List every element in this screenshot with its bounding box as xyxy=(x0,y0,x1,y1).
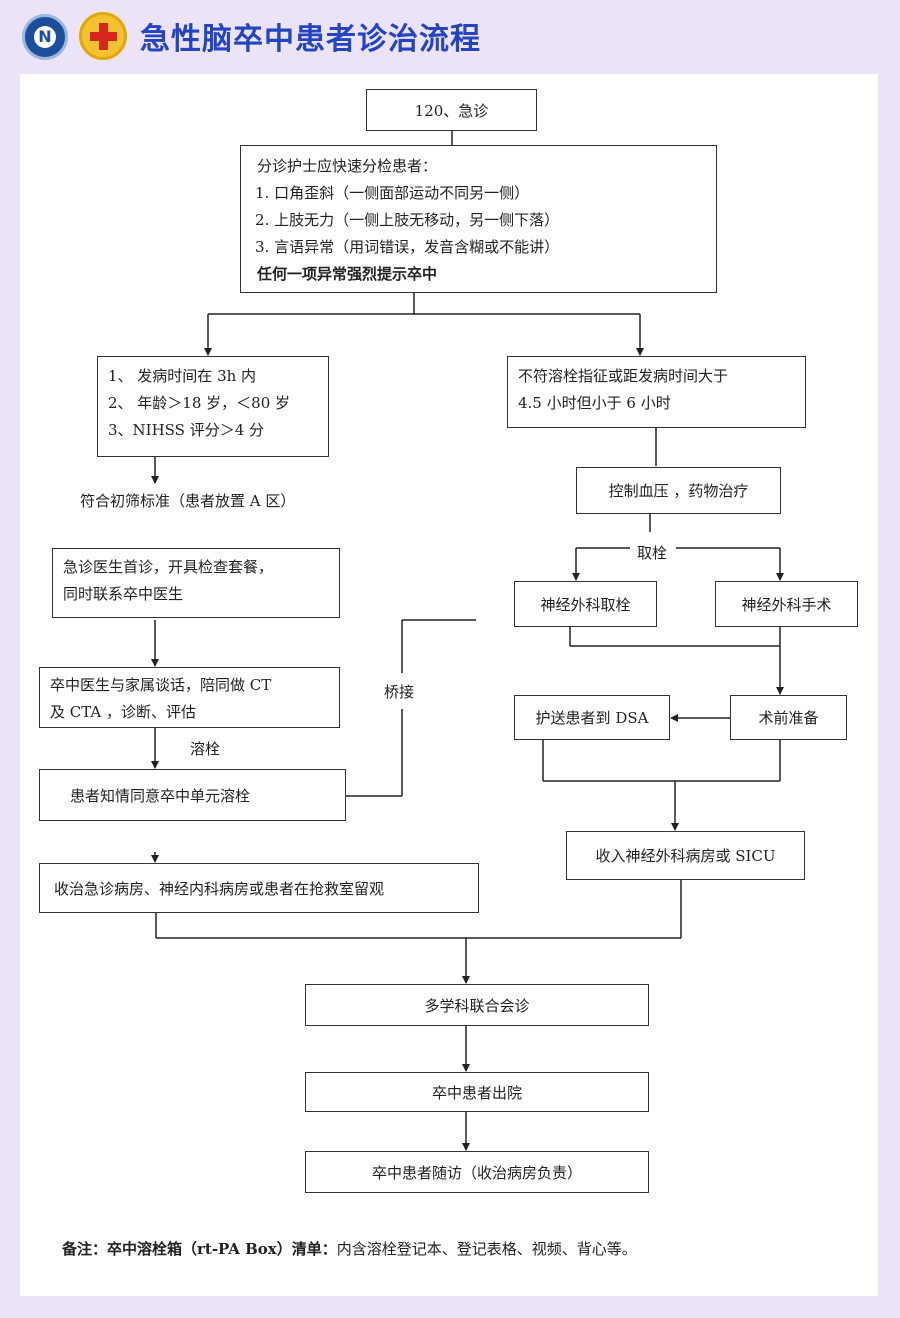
first-visit-box: 急诊医生首诊，开具检查套餐， 同时联系卒中医生 xyxy=(52,548,340,618)
start-label: 120、急诊 xyxy=(414,101,489,120)
mdt-box: 多学科联合会诊 xyxy=(305,984,649,1026)
page-title: 急性脑卒中患者诊治流程 xyxy=(140,22,481,57)
pre-op-box: 术前准备 xyxy=(730,695,847,740)
stroke-doctor-talk-line: 及 CTA ，诊断、评估 xyxy=(50,703,197,721)
criteria-item: 2、 年龄＞18 岁，＜80 岁 xyxy=(108,394,291,412)
footnote: 备注：卒中溶栓箱（rt-PA Box）清单：内含溶栓登记本、登记表格、视频、背心… xyxy=(62,1238,637,1259)
not-eligible-line: 4.5 小时但小于 6 小时 xyxy=(518,394,671,412)
not-eligible-line: 不符溶栓指征或距发病时间大于 xyxy=(518,367,729,385)
stroke-doctor-talk-box: 卒中医生与家属谈话，陪同做 CT 及 CTA ，诊断、评估 xyxy=(39,667,340,728)
header: N 急性脑卒中患者诊治流程 xyxy=(0,0,900,75)
mdt-label: 多学科联合会诊 xyxy=(424,996,530,1015)
escort-dsa-box: 护送患者到 DSA xyxy=(514,695,670,740)
discharge-label: 卒中患者出院 xyxy=(431,1083,522,1102)
followup-label: 卒中患者随访（收治病房负责） xyxy=(371,1163,582,1182)
not-eligible-box: 不符溶栓指征或距发病时间大于 4.5 小时但小于 6 小时 xyxy=(507,356,806,428)
thrombolysis-label: 溶栓 xyxy=(190,740,221,758)
escort-dsa-label: 护送患者到 DSA xyxy=(535,709,649,727)
discharge-box: 卒中患者出院 xyxy=(305,1072,649,1112)
control-bp-box: 控制血压 ，药物治疗 xyxy=(576,467,781,514)
stroke-doctor-talk-line: 卒中医生与家属谈话，陪同做 CT xyxy=(50,676,272,694)
consent-box: 患者知情同意卒中单元溶栓 xyxy=(39,769,346,821)
control-bp-label: 控制血压 ，药物治疗 xyxy=(608,482,749,500)
start-box: 120、急诊 xyxy=(366,89,537,131)
triage-box: 分诊护士应快速分检患者： 1. 口角歪斜（一侧面部运动不同另一侧） 2. 上肢无… xyxy=(240,145,717,293)
triage-conclusion: 任何一项异常强烈提示卒中 xyxy=(257,265,438,283)
triage-item: 3. 言语异常（用词错误，发音含糊或不能讲） xyxy=(255,238,560,256)
consent-label: 患者知情同意卒中单元溶栓 xyxy=(70,786,251,805)
triage-item: 2. 上肢无力（一侧上肢无移动，另一侧下落） xyxy=(255,211,560,229)
neuro-thrombectomy-label: 神经外科取栓 xyxy=(540,595,631,614)
criteria-item: 1、 发病时间在 3h 内 xyxy=(108,367,257,385)
admit-neurosurgery-box: 收入神经外科病房或 SICU xyxy=(566,831,805,880)
meets-criteria-label: 符合初筛标准（患者放置 A 区） xyxy=(80,492,296,510)
pre-op-label: 术前准备 xyxy=(758,709,819,727)
first-visit-line: 同时联系卒中医生 xyxy=(63,585,184,603)
triage-intro: 分诊护士应快速分检患者： xyxy=(257,157,438,175)
hospital-logo-icon: N xyxy=(22,14,68,60)
admit-emergency-label: 收治急诊病房、神经内科病房或患者在抢救室留观 xyxy=(54,879,385,898)
thrombectomy-label: 取栓 xyxy=(637,544,668,562)
neuro-surgery-box: 神经外科手术 xyxy=(715,581,858,627)
criteria-item: 3、NIHSS 评分＞4 分 xyxy=(108,421,265,439)
footnote-label: 备注：卒中溶栓箱（rt-PA Box）清单： xyxy=(62,1240,337,1258)
admit-neurosurgery-label: 收入神经外科病房或 SICU xyxy=(595,847,776,865)
admit-emergency-box: 收治急诊病房、神经内科病房或患者在抢救室留观 xyxy=(39,863,479,913)
first-visit-line: 急诊医生首诊，开具检查套餐， xyxy=(63,558,274,576)
footnote-text: 内含溶栓登记本、登记表格、视频、背心等。 xyxy=(336,1240,637,1258)
triage-item: 1. 口角歪斜（一侧面部运动不同另一侧） xyxy=(255,184,530,202)
neuro-surgery-label: 神经外科手术 xyxy=(741,595,832,614)
bridge-label: 桥接 xyxy=(384,683,415,701)
neuro-thrombectomy-box: 神经外科取栓 xyxy=(514,581,657,627)
criteria-box: 1、 发病时间在 3h 内 2、 年龄＞18 岁，＜80 岁 3、NIHSS 评… xyxy=(97,356,329,457)
red-cross-logo-icon xyxy=(79,12,127,60)
followup-box: 卒中患者随访（收治病房负责） xyxy=(305,1151,649,1193)
